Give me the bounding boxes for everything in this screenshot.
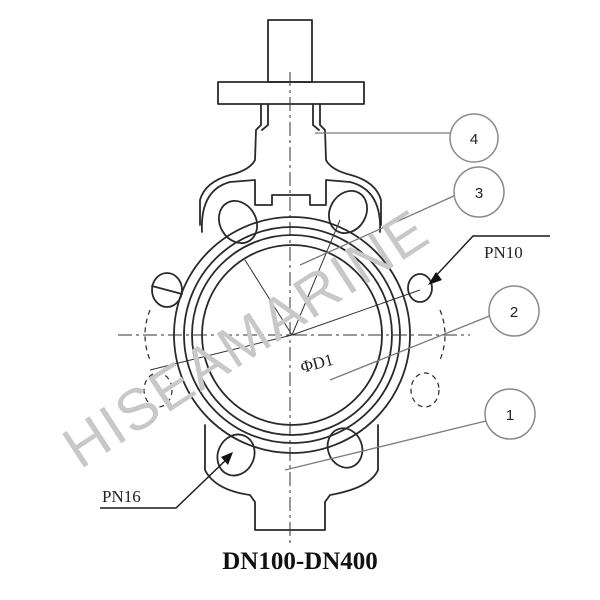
bolt-hole (326, 427, 364, 469)
callout-4 (449, 113, 499, 163)
bolt-hole (151, 272, 183, 308)
diameter-label: ΦD1 (298, 350, 335, 377)
pn10-label: PN10 (484, 243, 523, 262)
bolt-hole (218, 200, 258, 244)
bolt-hole (328, 190, 368, 234)
callout-2-label: 2 (510, 304, 518, 321)
callout-4-label: 4 (470, 131, 478, 148)
figure-caption: DN100-DN400 (222, 548, 378, 575)
arrowhead-icon (221, 452, 233, 465)
valve-neck (199, 103, 262, 226)
callout-3 (453, 166, 505, 218)
callout-2 (488, 285, 540, 337)
pn16-label: PN16 (102, 487, 141, 506)
top-flange-plate (217, 81, 365, 105)
callout-1 (484, 388, 536, 440)
callout-1-label: 1 (506, 407, 514, 424)
callout-3-label: 3 (475, 185, 483, 202)
bolt-hole (407, 273, 433, 303)
bolt-hole (216, 433, 256, 477)
arrowhead-icon (428, 272, 442, 285)
